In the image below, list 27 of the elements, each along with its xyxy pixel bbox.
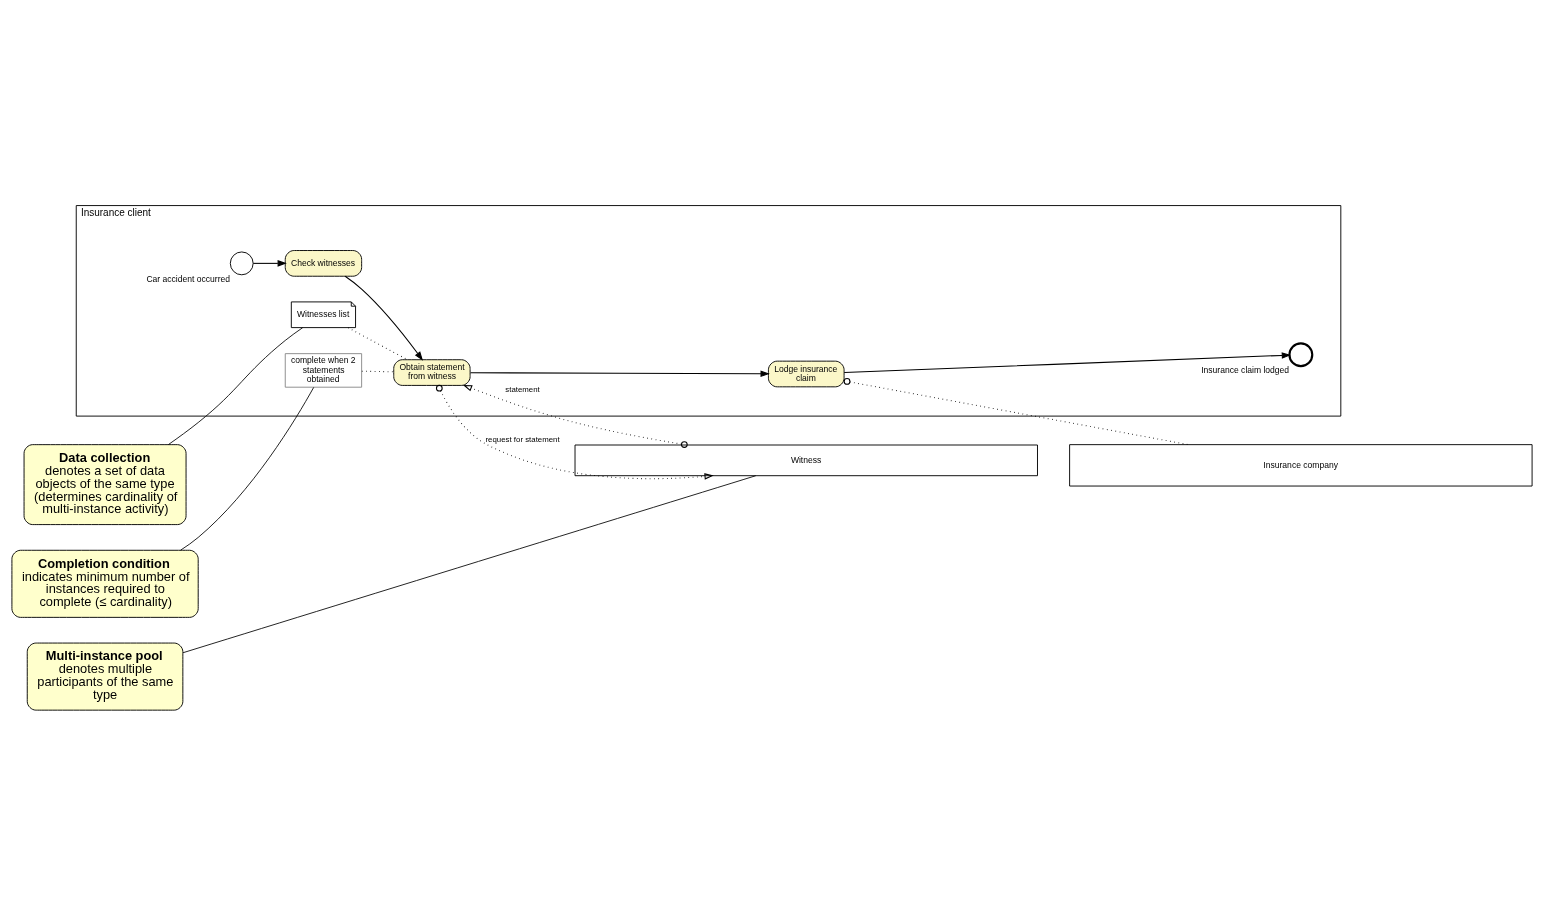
node-circle	[1288, 342, 1314, 368]
connector	[180, 386, 315, 551]
arrow	[843, 352, 1292, 374]
node-box: complete when 2 statements obtained	[284, 353, 363, 388]
connector	[168, 327, 304, 445]
node-box: Data collection denotes a set of data objects of the same type (determines cardinality of multi-instance activity)	[23, 444, 187, 526]
node-label: Car accident occurred	[146, 273, 230, 284]
connector	[347, 327, 408, 361]
node-box: Check witnesses	[284, 250, 363, 277]
edge-label: request for statement	[485, 434, 560, 444]
node-box: Insurance company	[1069, 444, 1533, 487]
connector	[843, 378, 1189, 446]
connector	[361, 370, 395, 373]
node-circle	[229, 251, 254, 276]
node-label: Insurance claim lodged	[1201, 365, 1290, 375]
node-box: Witness	[574, 444, 1038, 477]
node-box: Obtain statement from witness	[393, 359, 471, 386]
node-box: Completion condition indicates minimum number of instances required to complete (≤ cardinality)	[11, 549, 199, 618]
connector	[182, 475, 757, 654]
node-box: Lodge insurance claim	[767, 360, 845, 388]
node-box: Multi-instance pool denotes multiple participants of the same type	[26, 642, 184, 711]
arrow	[469, 370, 770, 378]
arrow	[344, 275, 423, 361]
arrow	[435, 384, 714, 480]
arrow	[252, 260, 287, 267]
edge-label: statement	[505, 384, 540, 394]
arrow	[462, 384, 688, 448]
